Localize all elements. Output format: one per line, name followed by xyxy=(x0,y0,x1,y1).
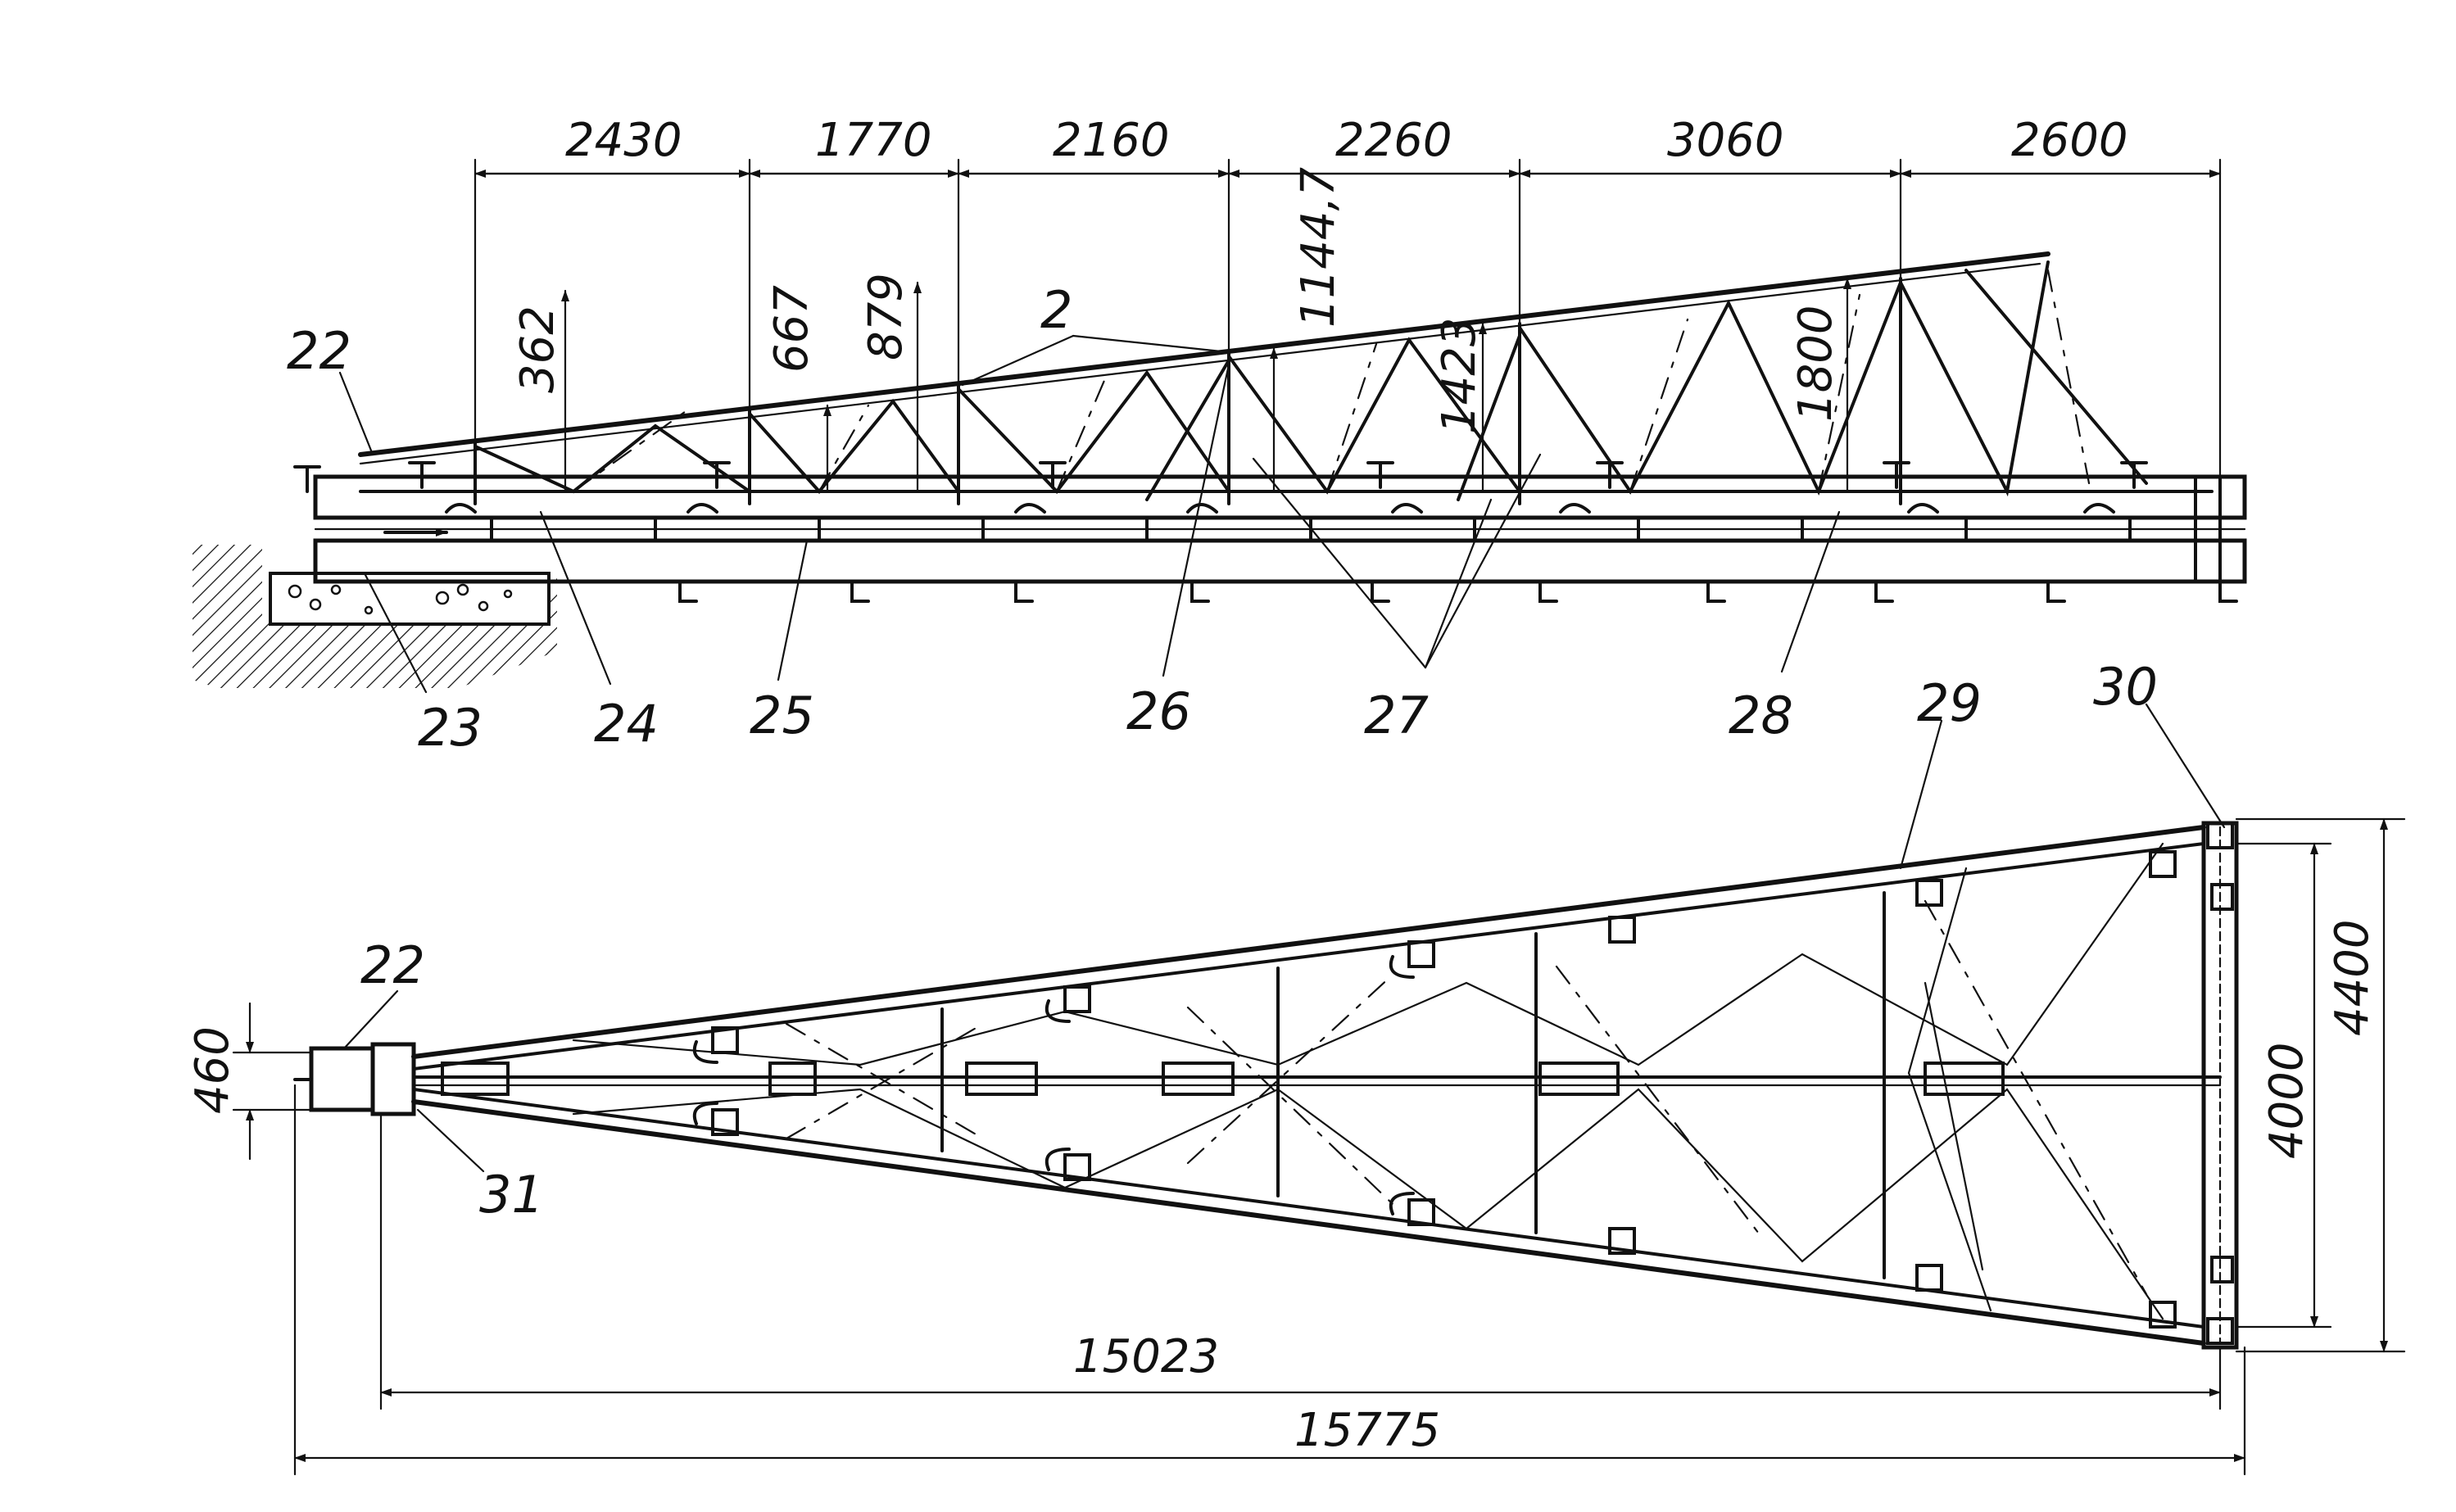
height-dim-879: 879 xyxy=(859,273,913,360)
plan-clamps xyxy=(711,850,2177,1329)
callout-29: 29 xyxy=(1917,673,1982,733)
foundation-gravel xyxy=(288,583,513,615)
span-dimensions: 2430 1770 2160 2260 3060 2600 xyxy=(474,114,2222,478)
span-dim-1: 2430 xyxy=(565,114,682,167)
span-dim-2: 1770 xyxy=(815,114,932,167)
span-dim-3: 2160 xyxy=(1053,114,1170,167)
callout-2: 2 xyxy=(1040,280,1072,340)
nose-block xyxy=(309,1046,375,1112)
height-dim-362: 362 xyxy=(511,306,564,393)
spine-blocks xyxy=(441,1062,2005,1096)
callout-24: 24 xyxy=(594,694,659,754)
height-dim-667: 667 xyxy=(765,285,818,373)
span-dim-5: 3060 xyxy=(1667,114,1784,167)
elevation-view: 2430 1770 2160 2260 3060 2600 362 667 87… xyxy=(193,114,2247,870)
truss-verticals xyxy=(474,277,1902,505)
plan-callouts: 22 31 xyxy=(342,935,544,1225)
frame-posts xyxy=(490,516,2132,542)
elevation-callouts: 22 2 23 24 25 26 27 28 29 30 xyxy=(287,280,2226,870)
plan-cross-members xyxy=(940,891,1886,1279)
callout-27: 27 xyxy=(1364,686,1429,745)
width-dim-4400: 4400 xyxy=(2326,919,2379,1036)
callout-22-bottom: 22 xyxy=(360,935,425,995)
plan-view: 460 4000 4400 15023 15775 22 xyxy=(186,817,2406,1476)
frame-hooks xyxy=(445,503,2115,514)
end-jacks xyxy=(2206,822,2234,1345)
height-dimensions: 362 667 879 1144,7 1423 1800 xyxy=(511,167,1851,493)
plan-upper-chord xyxy=(411,825,2206,1059)
callout-25: 25 xyxy=(750,686,814,745)
ground-hatch xyxy=(193,545,557,688)
top-chord xyxy=(358,251,2050,457)
truss-diagonals xyxy=(474,260,2148,501)
plan-lower-chord xyxy=(411,1099,2206,1346)
length-dim-15775: 15775 xyxy=(1294,1404,1440,1457)
callout-28: 28 xyxy=(1729,686,1793,745)
span-dim-4: 2260 xyxy=(1335,114,1452,167)
plan-dimensions: 460 4000 4400 15023 15775 xyxy=(186,817,2406,1476)
height-dim-1144-7: 1144,7 xyxy=(1292,167,1345,328)
width-dim-4000: 4000 xyxy=(2260,1042,2313,1159)
callout-26: 26 xyxy=(1126,681,1191,741)
height-dim-1800: 1800 xyxy=(1789,305,1842,422)
support-rollers xyxy=(678,582,2238,603)
bottom-frame-upper xyxy=(313,474,2247,520)
callout-31: 31 xyxy=(479,1165,544,1225)
callout-22-top: 22 xyxy=(287,321,351,381)
callout-23: 23 xyxy=(418,698,483,758)
plan-bracing xyxy=(572,842,2164,1320)
bottom-frame-lower xyxy=(313,538,2247,584)
height-dim-1423: 1423 xyxy=(1433,317,1486,434)
width-dim-460: 460 xyxy=(186,1026,239,1114)
span-dim-6: 2600 xyxy=(2011,114,2128,167)
callout-30: 30 xyxy=(2093,657,2158,717)
length-dim-15023: 15023 xyxy=(1073,1330,1219,1383)
